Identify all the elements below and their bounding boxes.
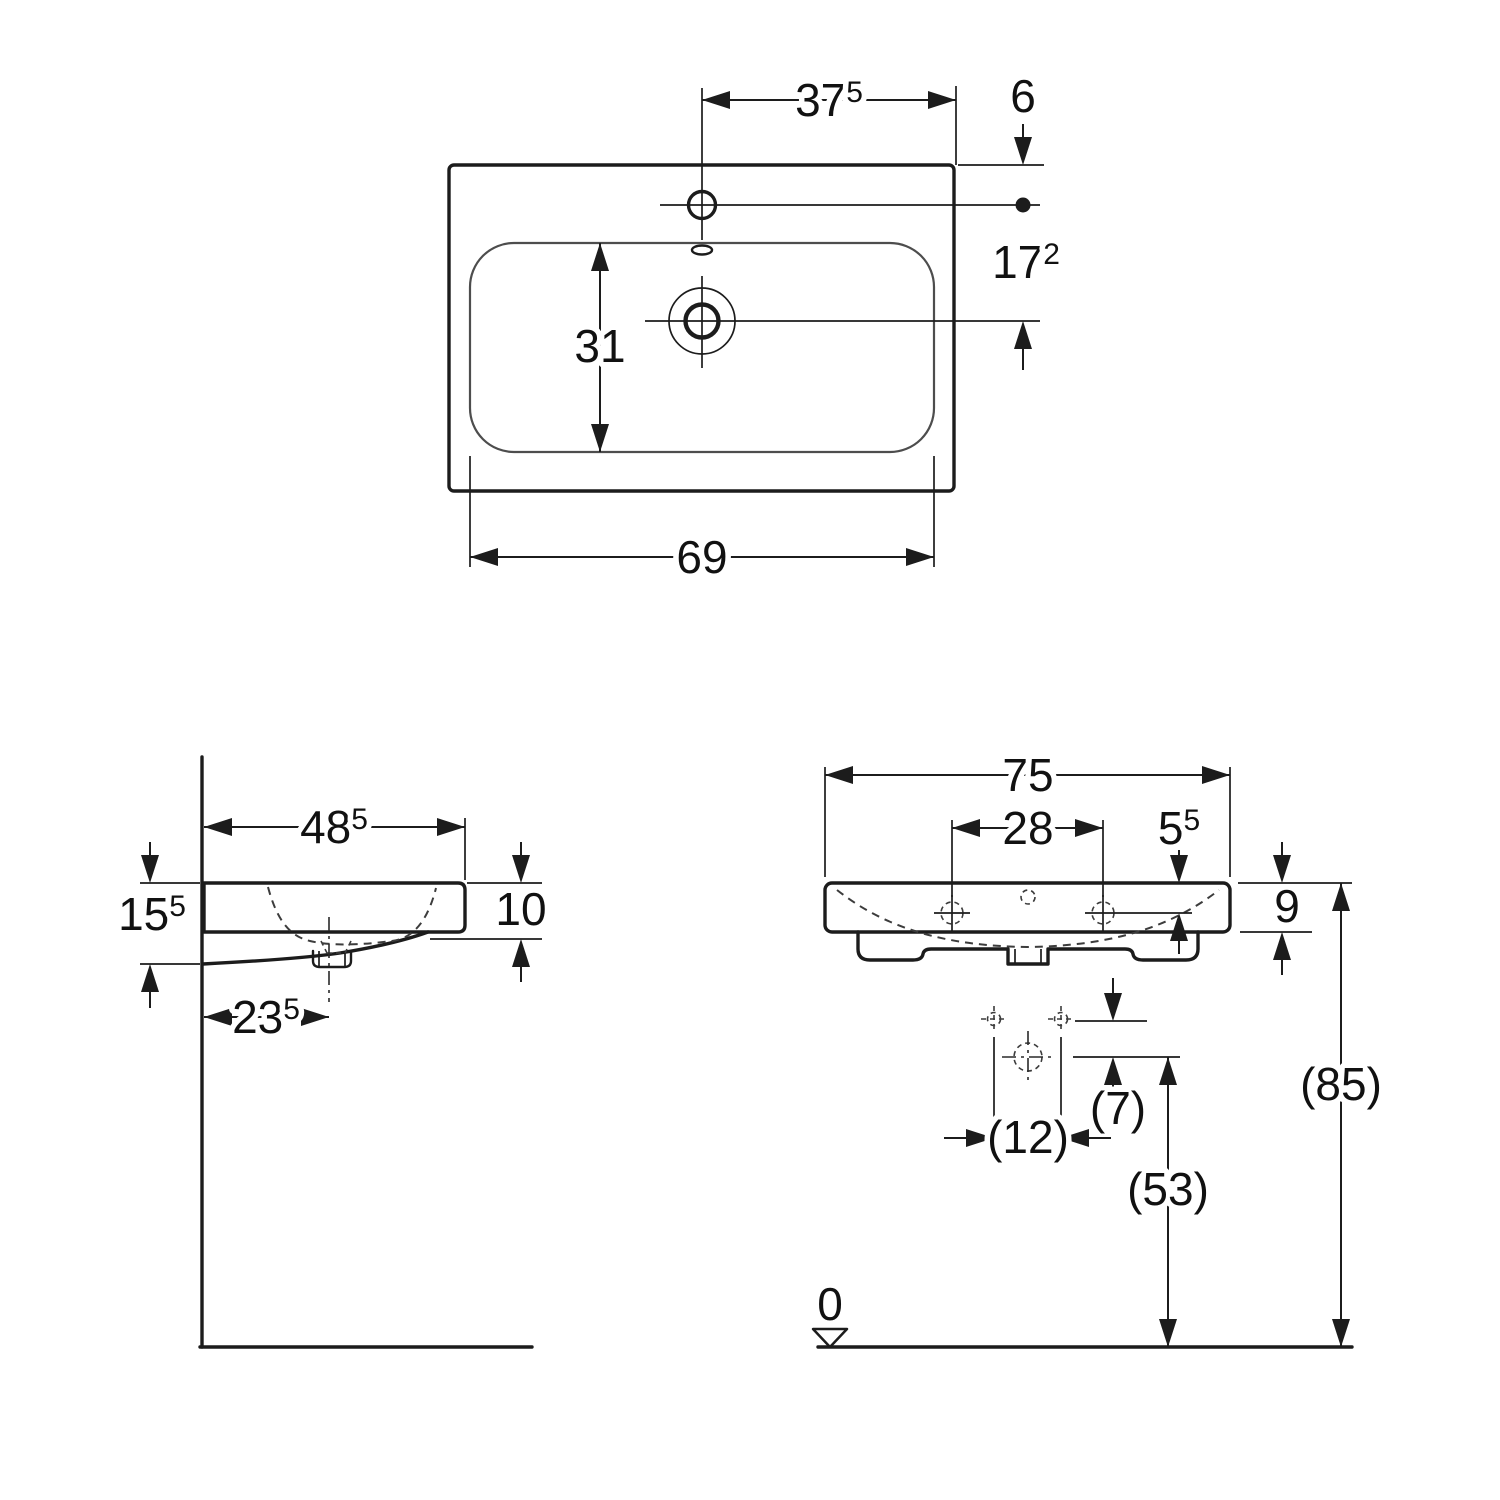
basin-feet-front <box>856 930 1200 966</box>
dim-width: 75 <box>824 744 1231 877</box>
basin-underside-side <box>201 930 430 966</box>
dim-thickness: 9 <box>1238 842 1352 975</box>
datum-level: 0 <box>811 1273 849 1349</box>
overflow-slot <box>690 244 714 256</box>
dim-drain-height: (53) <box>1122 1057 1214 1347</box>
drain-hole-top <box>645 276 1040 368</box>
dim-rim-to-hole-label: 55 <box>1158 802 1200 854</box>
dim-wall-height-label: 155 <box>118 888 186 940</box>
basin-profile-side <box>202 881 467 934</box>
reference-dot <box>1015 197 1031 213</box>
mounting-hole-right <box>1048 1006 1074 1032</box>
dim-total-height: (85) <box>1295 883 1387 1347</box>
dim-front-height: 10 <box>430 842 552 982</box>
drain-funnel-side <box>320 940 352 954</box>
dim-bowl-depth: 31 <box>569 243 631 452</box>
datum-triangle-icon <box>811 1327 849 1349</box>
mounting-hole-left <box>981 1006 1007 1032</box>
dim-drain-offset: 235 <box>204 986 329 1049</box>
bowl-contour-side <box>267 886 437 946</box>
dim-rim-to-hole: 55 <box>1121 797 1206 954</box>
overflow-front <box>1020 889 1036 905</box>
datum-level-label: 0 <box>817 1278 843 1330</box>
dim-total-height-label: (85) <box>1300 1058 1382 1110</box>
dim-back-offset-label: 6 <box>1010 70 1036 122</box>
faucet-hole-top <box>660 88 1040 240</box>
dim-hole-drop-label: (7) <box>1090 1082 1146 1134</box>
faucet-hole-right-front <box>1085 895 1121 931</box>
dim-drain-height-label: (53) <box>1127 1163 1209 1215</box>
dim-half-width-label: 375 <box>795 74 863 126</box>
dim-width-label: 75 <box>1002 749 1053 801</box>
side-view: 485 155 10 235 <box>113 755 552 1349</box>
dim-hole-spacing-label: 28 <box>1002 802 1053 854</box>
dim-depth-label: 485 <box>300 801 368 853</box>
front-view: 75 28 55 9 <box>811 744 1387 1349</box>
dim-faucet-to-drain-label: 172 <box>992 236 1060 288</box>
dim-depth: 485 <box>204 796 466 880</box>
drain-outlet-front <box>1002 1031 1054 1083</box>
dim-bottom-width-label: 69 <box>676 531 727 583</box>
dim-back-offset: 6 <box>958 65 1044 166</box>
dim-bolt-spacing-label: (12) <box>987 1111 1069 1163</box>
dim-thickness-label: 9 <box>1274 880 1300 932</box>
bowl-outline-top <box>468 241 936 454</box>
dim-drain-offset-label: 235 <box>232 991 300 1043</box>
bowl-contour-front <box>836 889 1220 949</box>
dim-bottom-width: 69 <box>469 456 935 589</box>
dim-front-height-label: 10 <box>495 883 546 935</box>
drain-trap-side <box>311 949 353 969</box>
dim-hole-drop: (7) <box>1073 978 1180 1140</box>
dim-wall-height: 155 <box>113 842 200 1008</box>
dim-faucet-to-drain: 172 <box>987 231 1065 370</box>
top-view: 375 6 172 31 69 <box>447 65 1065 589</box>
dim-half-width: 375 <box>702 69 957 165</box>
dim-hole-spacing: 28 <box>951 797 1104 897</box>
faucet-hole-left-front <box>934 895 970 931</box>
dim-bolt-spacing: (12) <box>944 1037 1111 1169</box>
basin-outline-front <box>823 881 1232 934</box>
dim-bowl-depth-label: 31 <box>574 320 625 372</box>
